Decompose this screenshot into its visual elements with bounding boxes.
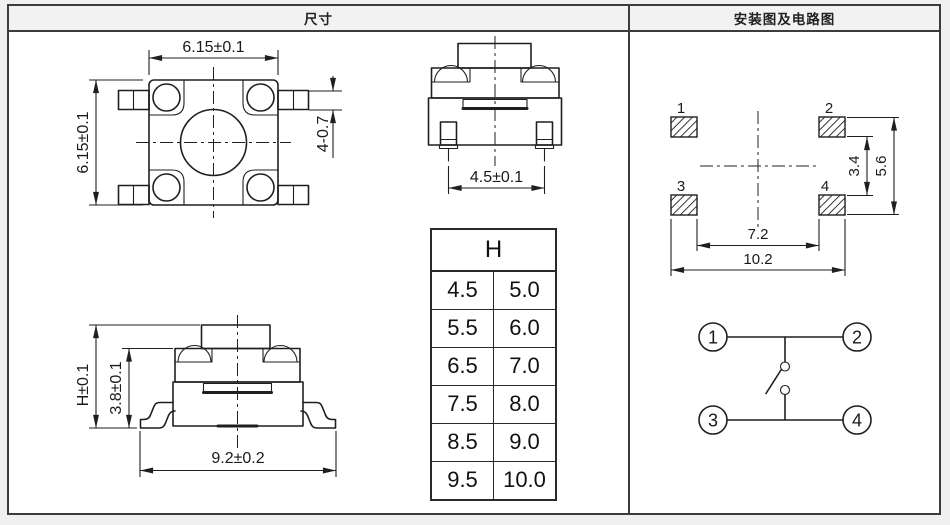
terminal-label-4: 4 (852, 411, 862, 431)
gull-wing-lead (139, 401, 176, 429)
dim-pin-spacing-label: 4.5±0.1 (470, 169, 523, 186)
solder-pad-3 (670, 194, 698, 216)
corner-pocket (242, 169, 279, 206)
solder-pad-4 (818, 194, 846, 216)
corner-pocket (148, 79, 185, 116)
left-panel-header: 尺寸 (9, 6, 628, 32)
dim-top-width-label: 6.15±0.1 (182, 39, 244, 56)
corner-pocket (242, 79, 279, 116)
dim-left-height-label: 6.15±0.1 (75, 111, 92, 173)
dim-pad-outer-v-label: 5.6 (873, 156, 890, 177)
dim-lead-span-label: 9.2±0.2 (211, 450, 264, 467)
table-row: 6.5 7.0 (430, 346, 557, 386)
dome-detail (520, 64, 560, 83)
table-row: 7.5 8.0 (430, 384, 557, 424)
table-cell: 6.0 (493, 309, 557, 348)
table-cell: 7.5 (430, 384, 494, 424)
dim-body-height-label: 3.8±0.1 (108, 361, 125, 414)
corner-dome (246, 83, 275, 112)
table-row: 8.5 9.0 (430, 422, 557, 462)
solder-pad-2 (818, 116, 846, 138)
corner-pocket (148, 169, 185, 206)
dome-detail (174, 344, 213, 363)
table-row: 9.5 10.0 (430, 460, 557, 501)
dim-total-height-label: H±0.1 (75, 364, 92, 407)
table-cell: 5.5 (430, 309, 494, 348)
table-header-row: H (430, 228, 557, 272)
gull-wing-lead (300, 401, 337, 429)
dim-pad-outer-h-label: 10.2 (743, 251, 772, 268)
pad-label-2: 2 (825, 100, 833, 117)
h-dimension-table: H 4.5 5.0 5.5 6.0 6.5 7.0 7.5 8.0 8.5 9.… (430, 228, 557, 501)
switch-contact-upper (779, 361, 791, 372)
solder-pad-1 (670, 116, 698, 138)
table-cell: 10.0 (493, 460, 557, 501)
table-cell: 6.5 (430, 346, 494, 386)
table-cell: 9.0 (493, 422, 557, 462)
switch-contact-lower (779, 384, 791, 396)
table-cell: 5.0 (493, 270, 557, 310)
table-row: 4.5 5.0 (430, 270, 557, 310)
dim-pad-inner-h-label: 7.2 (748, 226, 769, 243)
table-cell: 8.0 (493, 384, 557, 424)
side-view: H±0.1 3.8±0.1 9.2±0.2 (75, 315, 337, 477)
dome-detail (430, 64, 471, 83)
pad-label-3: 3 (677, 178, 685, 195)
table-cell: 7.0 (493, 346, 557, 386)
dome-detail (262, 344, 301, 363)
front-view: 4.5±0.1 (427, 36, 563, 194)
left-panel-title: 尺寸 (304, 12, 333, 27)
table-cell: 4.5 (430, 270, 494, 310)
top-view: 6.15±0.1 6.15±0.1 4-0.7 (75, 39, 342, 218)
table-row: 5.5 6.0 (430, 309, 557, 348)
terminal-label-2: 2 (852, 328, 862, 348)
terminal-label-1: 1 (708, 328, 718, 348)
panel-divider (628, 6, 630, 513)
table-cell: 8.5 (430, 422, 494, 462)
table-header-h: H (430, 228, 557, 272)
right-panel-header: 安装图及电路图 (630, 6, 939, 32)
circuit-diagram: 1 2 3 4 (698, 322, 872, 435)
leg (439, 121, 458, 146)
table-cell: 9.5 (430, 460, 494, 501)
pcb-pad-layout: 1 2 3 4 3.4 5.6 7.2 10.2 (670, 100, 899, 276)
leg (535, 121, 554, 146)
dim-pad-gap-label: 3.4 (846, 156, 863, 177)
corner-dome (152, 83, 181, 112)
corner-dome (246, 173, 275, 202)
right-panel-title: 安装图及电路图 (733, 12, 836, 27)
actuator-button (200, 324, 271, 350)
corner-dome (152, 173, 181, 202)
switch-arm (765, 369, 782, 395)
terminal-label-3: 3 (708, 411, 718, 431)
pad-label-1: 1 (677, 100, 685, 117)
dim-pin-label: 4-0.7 (315, 116, 332, 153)
pad-label-4: 4 (821, 178, 829, 195)
